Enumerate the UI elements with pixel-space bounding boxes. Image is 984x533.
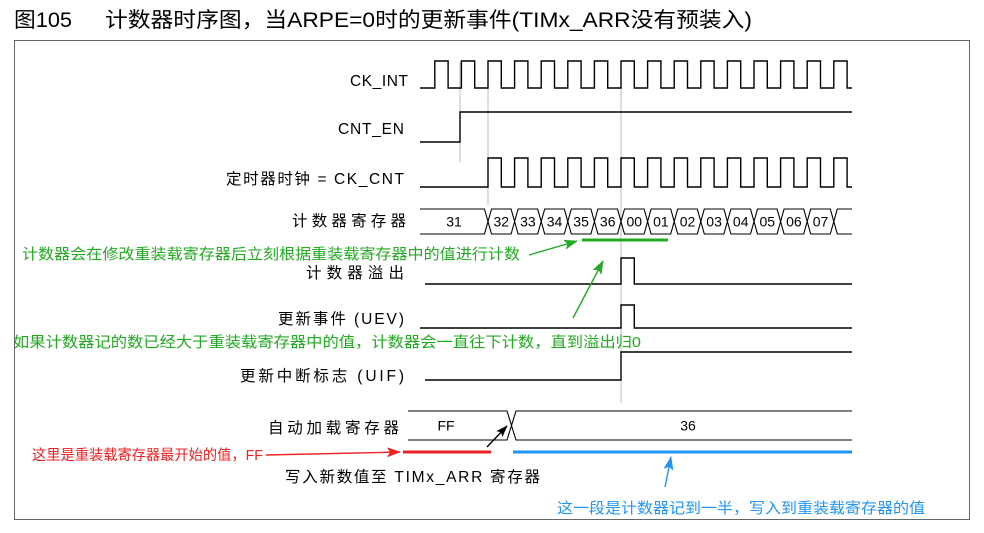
counter-value: 07 bbox=[813, 214, 829, 230]
counter-register-bus: 31 32 33 34 35 36 00 01 02 03 04 05 06 07 bbox=[420, 208, 852, 235]
ck-int-waveform bbox=[420, 60, 852, 89]
counter-value: 04 bbox=[733, 214, 749, 230]
update-interrupt-flag-waveform bbox=[425, 351, 852, 381]
auto-reload-register-bus bbox=[408, 410, 852, 441]
arr-value-new: 36 bbox=[680, 418, 696, 434]
arr-bus-segment bbox=[408, 410, 513, 441]
counter-value: 06 bbox=[786, 214, 802, 230]
update-event-label: 更新事件 (UEV) bbox=[278, 310, 404, 328]
annotation-written-value: 这一段是计数器记到一半，写入到重装载寄存器的值 bbox=[557, 499, 925, 517]
arr-value-initial: FF bbox=[437, 418, 454, 434]
counter-value: 32 bbox=[494, 214, 510, 230]
green-arrow-count-until-overflow bbox=[572, 260, 604, 319]
counter-value: 34 bbox=[547, 214, 563, 230]
annotation-immediate-reload: 计数器会在修改重装载寄存器后立刻根据重装载寄存器中的值进行计数 bbox=[22, 245, 520, 263]
figure-title: 计数器时序图，当ARPE=0时的更新事件(TIMx_ARR没有预装入) bbox=[105, 9, 752, 32]
blue-arrow-written-value bbox=[663, 456, 674, 488]
annotation-count-until-overflow: 如果计数器记的数已经大于重装载寄存器中的值，计数器会一直往下计数，直到溢出归0 bbox=[13, 333, 641, 351]
diagram-frame bbox=[14, 40, 970, 520]
counter-value: 31 bbox=[446, 214, 462, 230]
black-arrow-write-arr bbox=[486, 425, 508, 448]
counter-overflow-waveform bbox=[425, 257, 852, 285]
counter-value: 01 bbox=[653, 214, 669, 230]
green-arrow-immediate-reload bbox=[528, 239, 578, 256]
cnt-en-waveform bbox=[420, 111, 852, 143]
ck-cnt-label: 定时器时钟 = CK_CNT bbox=[226, 170, 405, 188]
counter-value: 02 bbox=[680, 214, 696, 230]
counter-bus-segment bbox=[833, 208, 852, 235]
figure-number: 图105 bbox=[14, 9, 72, 32]
counter-value: 33 bbox=[520, 214, 536, 230]
counter-value: 03 bbox=[706, 214, 722, 230]
annotation-initial-value: 这里是重装载寄存器最开始的值，FF bbox=[32, 446, 263, 464]
arr-bus-segment bbox=[510, 410, 852, 441]
counter-value: 35 bbox=[573, 214, 589, 230]
write-arr-note: 写入新数值至 TIMx_ARR 寄存器 bbox=[285, 468, 540, 486]
ck-int-label: CK_INT bbox=[350, 73, 409, 90]
ck-cnt-waveform bbox=[420, 157, 852, 188]
counter-overflow-label: 计数器溢出 bbox=[306, 264, 404, 282]
cnt-en-label: CNT_EN bbox=[338, 121, 404, 138]
counter-value: 05 bbox=[760, 214, 776, 230]
update-event-waveform bbox=[420, 304, 852, 329]
auto-reload-register-label: 自动加载寄存器 bbox=[268, 419, 399, 437]
counter-value: 36 bbox=[600, 214, 616, 230]
counter-register-label: 计数器寄存器 bbox=[292, 212, 406, 230]
red-arrow-initial-value bbox=[265, 447, 401, 458]
counter-value: 00 bbox=[627, 214, 643, 230]
update-interrupt-flag-label: 更新中断标志 (UIF) bbox=[240, 367, 404, 385]
